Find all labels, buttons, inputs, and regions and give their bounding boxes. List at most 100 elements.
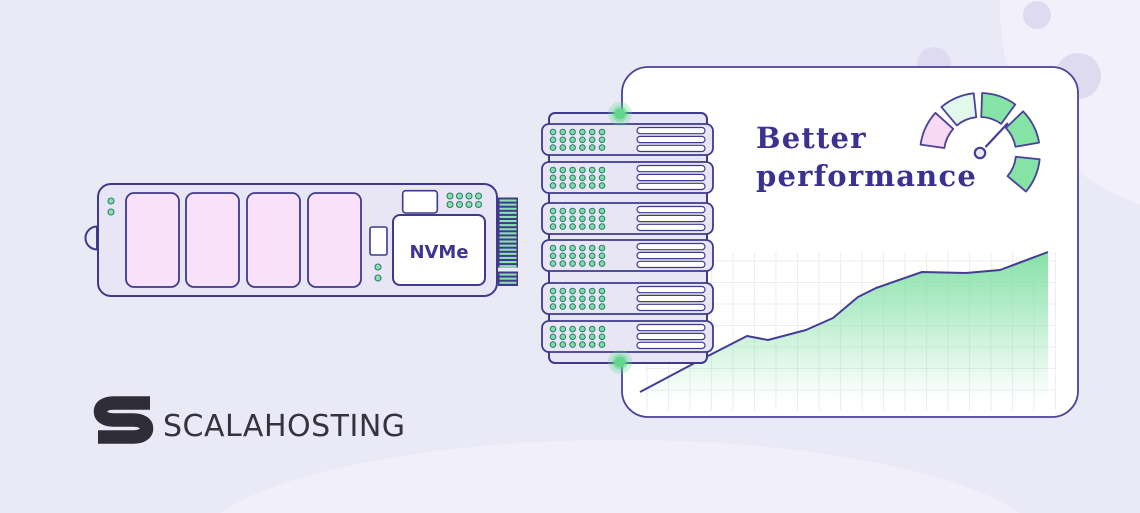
- server-led: [598, 174, 606, 182]
- server-led: [598, 166, 606, 174]
- chart-area: [640, 252, 1048, 416]
- server-led: [569, 215, 576, 223]
- ssd-chip: [307, 192, 362, 288]
- server-led: [598, 252, 606, 260]
- server-led: [549, 166, 557, 174]
- server-led: [549, 295, 557, 303]
- pin-stripe: [499, 277, 517, 280]
- bg-circle: [1023, 1, 1051, 29]
- gauge-segment: [1006, 155, 1041, 193]
- pin-stripe: [499, 256, 517, 259]
- server-led: [588, 174, 596, 182]
- server-led: [598, 325, 606, 333]
- server-led: [579, 166, 586, 174]
- server-led: [598, 215, 606, 223]
- server-led: [579, 136, 586, 144]
- server-drive-slot: [636, 164, 706, 173]
- pin-stripe: [499, 207, 517, 210]
- server-led: [559, 215, 567, 223]
- server-led: [579, 303, 586, 310]
- pin-stripe: [499, 265, 517, 268]
- pin-stripe: [499, 228, 517, 231]
- server-unit: [541, 282, 714, 315]
- server-led: [569, 223, 576, 230]
- server-led: [598, 260, 606, 267]
- server-led: [549, 287, 557, 295]
- server-led: [549, 333, 557, 341]
- server-led: [598, 136, 606, 144]
- pin-stripe: [499, 215, 517, 218]
- server-led: [559, 223, 567, 230]
- rack-glow-dots: [608, 102, 632, 374]
- server-led: [559, 303, 567, 310]
- ssd-controller-box: [401, 189, 439, 214]
- server-led: [549, 341, 557, 348]
- glow-dot: [614, 356, 626, 368]
- server-drive-slot: [636, 242, 706, 251]
- server-led: [598, 333, 606, 341]
- server-led: [569, 260, 576, 267]
- server-led: [588, 244, 596, 252]
- server-unit: [541, 161, 714, 194]
- server-drive-slot: [636, 144, 706, 153]
- server-led: [569, 325, 576, 333]
- server-drive-slot: [636, 260, 706, 269]
- server-led: [579, 244, 586, 252]
- server-led: [559, 295, 567, 303]
- ssd-led: [455, 200, 464, 209]
- server-led: [588, 303, 596, 310]
- server-led: [579, 223, 586, 230]
- server-led: [559, 144, 567, 151]
- pin-stripe: [499, 281, 517, 284]
- server-unit: [541, 202, 714, 235]
- server-led: [549, 325, 557, 333]
- ssd-memory-chips: [125, 192, 362, 288]
- server-led: [588, 136, 596, 144]
- server-led: [569, 144, 576, 151]
- gauge-needle: [985, 122, 1009, 148]
- gauge-segment: [1005, 110, 1040, 148]
- ssd-chip: [125, 192, 180, 288]
- server-led: [569, 182, 576, 189]
- card-title-line2: performance: [756, 159, 977, 193]
- server-drive-slot: [636, 173, 706, 182]
- ssd-small-component: [369, 226, 388, 256]
- logo-text: SCALAHOSTING: [163, 409, 406, 444]
- server-led: [569, 341, 576, 348]
- server-led: [559, 244, 567, 252]
- glow-dot: [614, 108, 626, 120]
- server-led: [588, 223, 596, 230]
- server-led: [579, 182, 586, 189]
- server-led: [588, 182, 596, 189]
- gauge-hub: [973, 146, 987, 160]
- server-led: [579, 341, 586, 348]
- server-led: [579, 295, 586, 303]
- server-drive-slot: [636, 182, 706, 191]
- server-led: [598, 341, 606, 348]
- server-led: [559, 333, 567, 341]
- server-led: [549, 260, 557, 267]
- server-led: [579, 252, 586, 260]
- pin-stripe: [499, 240, 517, 243]
- server-led: [559, 128, 567, 136]
- server-drive-slot: [636, 205, 706, 214]
- server-drive-slot: [636, 341, 706, 350]
- pin-stripe: [499, 224, 517, 227]
- server-led: [559, 182, 567, 189]
- server-led: [559, 325, 567, 333]
- server-led: [579, 287, 586, 295]
- gauge-segments: [919, 92, 1041, 193]
- pin-stripe: [499, 261, 517, 264]
- gauge-segment: [919, 111, 955, 149]
- ssd-led: [374, 274, 382, 282]
- pin-stripe: [499, 232, 517, 235]
- pin-stripe: [499, 211, 517, 214]
- server-led: [569, 287, 576, 295]
- server-led: [569, 252, 576, 260]
- server-led: [598, 223, 606, 230]
- pin-stripe: [499, 199, 517, 202]
- server-led: [598, 287, 606, 295]
- server-led: [588, 260, 596, 267]
- gauge-segment: [940, 92, 978, 127]
